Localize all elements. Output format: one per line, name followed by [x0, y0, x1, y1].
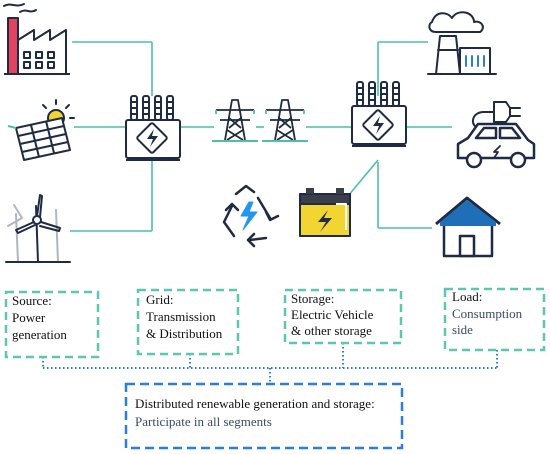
dotted-bus-line [42, 343, 498, 384]
wind-turbine-icon [5, 194, 71, 263]
battery-icon [299, 188, 351, 237]
transmission-tower-2-icon [262, 99, 308, 142]
plug-icon [472, 101, 521, 129]
load-line-1: Consumption [452, 306, 523, 321]
recycle-energy-icon [222, 184, 280, 248]
grid-box: Grid: Transmission & Distribution [136, 288, 240, 356]
distributed-line-1: Participate in all segments [135, 414, 272, 429]
solar-panel-icon [7, 99, 75, 161]
factory-icon [3, 3, 70, 75]
house-icon [435, 196, 501, 258]
source-line-2: generation [12, 327, 67, 342]
load-title: Load: [452, 289, 482, 304]
transmission-tower-1-icon [212, 99, 258, 142]
connector-lines [70, 41, 452, 232]
storage-line-2: & other storage [291, 323, 372, 338]
grid-line-1: Transmission [146, 309, 216, 324]
grid-line-2: & Distribution [146, 326, 223, 341]
transformer-left-icon [125, 95, 181, 161]
storage-line-1: Electric Vehicle [291, 307, 374, 322]
load-line-2: side [452, 322, 473, 337]
storage-box: Storage: Electric Vehicle & other storag… [283, 288, 403, 345]
source-line-1: Power [12, 310, 46, 325]
electric-vehicle-icon [456, 122, 536, 169]
distributed-title: Distributed renewable generation and sto… [135, 396, 375, 411]
storage-title: Storage: [291, 291, 334, 306]
source-title: Source: [12, 293, 52, 308]
transformer-right-icon [351, 81, 407, 147]
source-box: Source: Power generation [4, 290, 100, 359]
load-box: Load: Consumption side [443, 287, 546, 352]
distributed-box: Distributed renewable generation and sto… [124, 382, 404, 450]
grid-title: Grid: [146, 292, 173, 307]
industrial-plant-icon [427, 11, 497, 75]
